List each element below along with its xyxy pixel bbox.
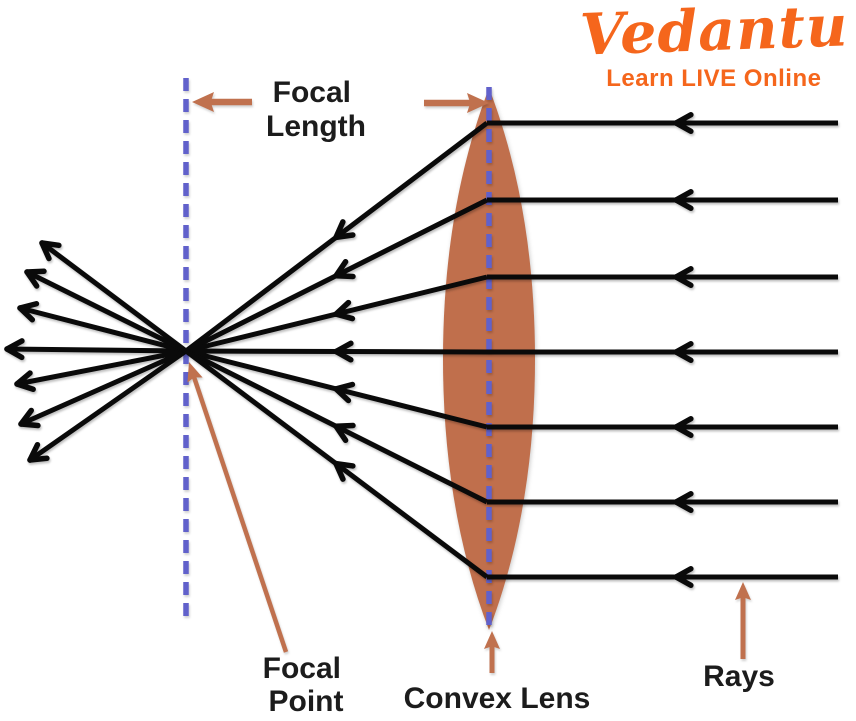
diagram-labels: Focal Length Focal Point Convex Lens Ray… bbox=[263, 76, 775, 718]
focal-length-label: Focal Length bbox=[266, 76, 366, 143]
focal-point-label: Focal Point bbox=[263, 652, 350, 718]
annotation-arrows bbox=[187, 92, 751, 673]
light-rays bbox=[4, 112, 838, 588]
vedantu-wordmark: Vedantu bbox=[578, 0, 850, 69]
convex-lens-label: Convex Lens bbox=[404, 682, 591, 715]
vedantu-tagline: Learn LIVE Online bbox=[606, 65, 822, 92]
dashed-axis-lines bbox=[183, 78, 492, 630]
vedantu-logo: Vedantu Learn LIVE Online bbox=[578, 0, 850, 92]
rays-label: Rays bbox=[703, 660, 775, 693]
convex-lens-shape bbox=[443, 88, 535, 630]
